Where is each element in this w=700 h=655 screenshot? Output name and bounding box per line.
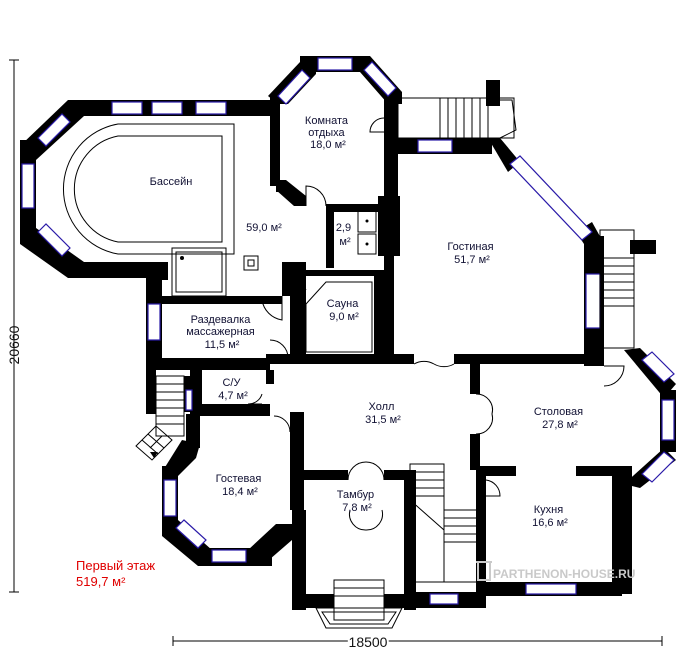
dimension-vertical: 20660 [6,59,22,593]
dining-windows [641,351,675,483]
pool-wing-windows [21,101,227,257]
watermark-text: PARTHENON-HOUSE.RU [493,567,635,581]
room-label-razdevalka: Раздевалка массажерная 11,5 м² [186,314,258,351]
room-label-komnata: Комната отдыха 18,0 м² [305,115,351,151]
central-walls [146,204,604,610]
room-label-su: С/У 4,7 м² [218,377,248,402]
room-label-kuhnya: Кухня 16,6 м² [532,504,568,529]
room-label-holl: Холл 31,5 м² [365,401,401,426]
kitchen-doors [485,479,501,497]
entrance-porch [306,579,459,629]
pool-basin [62,123,235,255]
room-label-stolovaya: Столовая 27,8 м² [534,406,586,431]
room-label-gostinaya: Гостиная 51,7 м² [447,241,496,266]
room-label-area59: 59,0 м² [246,222,282,234]
room-label-wc29: 2,9 м² [336,222,354,248]
right-stair [599,229,656,349]
dining-walls [476,348,676,594]
floor-area: 519,7 м² [76,574,126,589]
dimension-height-label: 20660 [6,325,22,364]
floor-title: Первый этаж [76,558,155,573]
floor-caption: Первый этаж 519,7 м² [76,558,155,589]
central-stair [409,463,486,608]
room-label-tambur: Тамбур 7,8 м² [337,489,377,514]
left-stair [135,375,185,461]
central-doors [247,271,493,531]
rest-room-doors [305,117,385,207]
room-label-gostevaya: Гостевая 18,4 м² [216,473,265,498]
rest-room-windows [277,57,397,105]
guest-room-windows [147,303,247,563]
room-labels: Комната отдыха 18,0 м² Бассейн 59,0 м² 2… [150,115,586,529]
dimension-width-label: 18500 [349,634,388,650]
wc-fixtures [357,209,377,255]
room-label-sauna: Сауна 9,0 м² [327,298,362,323]
room-label-basseyn: Бассейн [150,176,193,188]
dining-doors [603,365,625,387]
kitchen-windows [525,583,577,595]
living-room-windows [417,139,601,329]
shower [171,247,259,297]
sauna-interior [305,281,373,353]
terrace-top [397,80,517,139]
watermark: PARTHENON-HOUSE.RU [476,561,635,581]
dimension-horizontal: 18500 [172,632,663,652]
